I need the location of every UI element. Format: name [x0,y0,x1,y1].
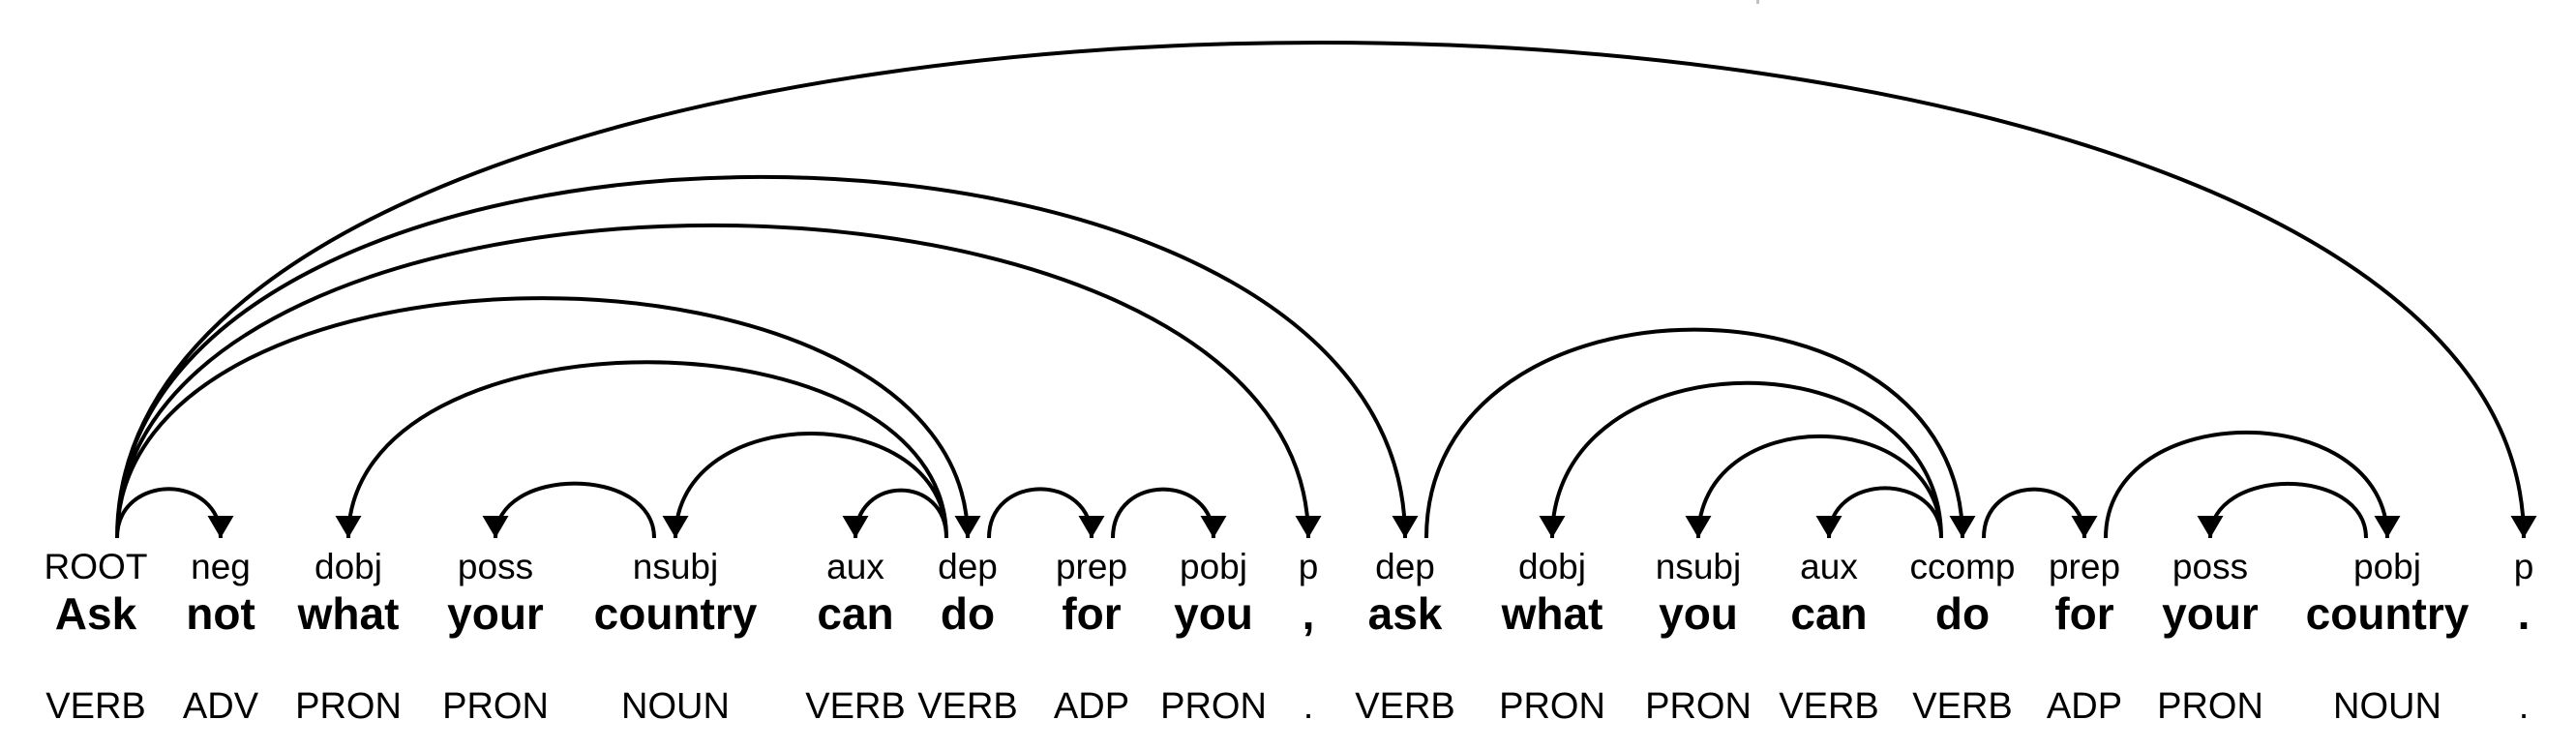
token-word: country [2305,588,2470,639]
dep-label: poss [457,547,534,586]
token-word: do [940,588,996,639]
screen-artifact-tick [1756,0,1759,4]
dep-label: dobj [1518,547,1586,586]
dep-label: dobj [315,547,382,586]
dep-label: aux [826,547,884,586]
dep-label: poss [2172,547,2249,586]
pos-tag: PRON [295,686,402,727]
token-word: country [593,588,758,639]
pos-tag: ADP [1053,686,1130,727]
dep-label: nsubj [632,547,719,586]
dep-label: pobj [1180,547,1247,586]
token-word: . [2517,588,2531,639]
pos-tag: VERB [1779,686,1879,727]
dep-label: dep [938,547,998,586]
dep-label: pobj [2353,547,2421,586]
dep-label: aux [1800,547,1858,586]
pos-tag: VERB [917,686,1018,727]
pos-tag: PRON [2157,686,2263,727]
pos-tag: PRON [1499,686,1605,727]
token-word: your [2162,588,2259,639]
dep-label: prep [1055,547,1128,586]
pos-tag: VERB [1355,686,1455,727]
dependency-arcs [115,41,2526,539]
pos-tag: PRON [442,686,549,727]
token-word: for [2054,588,2114,639]
dep-label: neg [191,547,251,586]
arrowhead-icon [207,516,2537,538]
dep-label: prep [2048,547,2121,586]
token-word: can [1790,588,1868,639]
token-word: what [297,588,400,639]
dep-label: ROOT [44,547,148,586]
token-word: Ask [54,588,137,639]
token-word: do [1934,588,1991,639]
pos-tag: VERB [1912,686,2013,727]
token-word: can [817,588,894,639]
dep-label: nsubj [1655,547,1742,586]
pos-tag: PRON [1645,686,1752,727]
token-word: for [1062,588,1122,639]
token-word: you [1174,588,1253,639]
pos-tag: . [2518,686,2530,727]
pos-tag: ADP [2046,686,2123,727]
token-word: your [447,588,544,639]
pos-tag: . [1303,686,1314,727]
pos-tag: NOUN [621,686,730,727]
pos-tag: VERB [805,686,906,727]
pos-tag: ADV [182,686,259,727]
token-word: you [1659,588,1738,639]
token-word: not [186,588,255,639]
dep-label: ccomp [1909,547,2016,586]
token-word: , [1302,588,1315,639]
dep-label: dep [1375,547,1435,586]
token-word: ask [1367,588,1443,639]
token-word: what [1501,588,1603,639]
dep-label: p [2513,547,2534,586]
pos-tag: VERB [45,686,146,727]
dep-label: p [1298,547,1319,586]
pos-tag: NOUN [2333,686,2441,727]
pos-tag: PRON [1160,686,1267,727]
